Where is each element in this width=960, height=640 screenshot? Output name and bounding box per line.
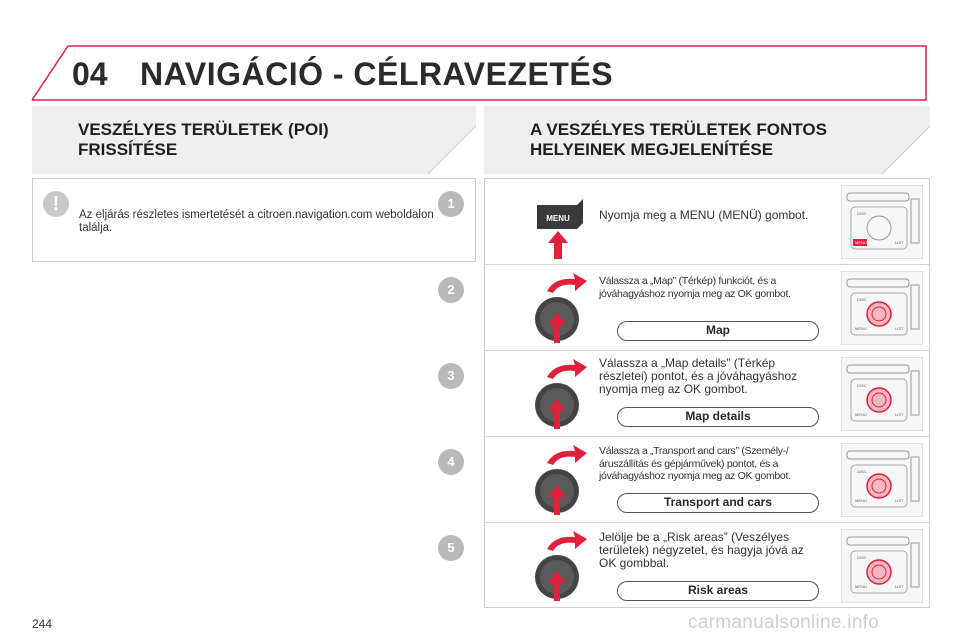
step-5: 5 Jelölje be a „Risk areas” (Veszélyes t… — [438, 523, 929, 609]
svg-text:DISC: DISC — [857, 383, 867, 388]
step-text: Jelölje be a „Risk areas” (Veszélyes ter… — [599, 530, 804, 570]
svg-text:MENU: MENU — [855, 498, 867, 503]
svg-text:LIST: LIST — [895, 326, 904, 331]
transport-and-cars-menu-item[interactable]: Transport and cars — [617, 493, 819, 513]
section-title: VESZÉLYES TERÜLETEK (POI) FRISSÍTÉSE — [78, 120, 329, 160]
svg-text:MENU: MENU — [855, 412, 867, 417]
section-header-risk-display: A VESZÉLYES TERÜLETEK FONTOS HELYEINEK M… — [484, 106, 930, 174]
step-number: 1 — [438, 191, 464, 217]
step-2: 2 Válassza a „Map” (Térkép) funkciót, és… — [438, 265, 929, 351]
info-note: ! Az eljárás részletes ismertetését a ci… — [32, 178, 476, 262]
section-title-line: VESZÉLYES TERÜLETEK (POI) — [78, 120, 329, 139]
chapter-number: 04 — [72, 56, 108, 92]
svg-text:MENU: MENU — [546, 214, 570, 223]
section-title: A VESZÉLYES TERÜLETEK FONTOS HELYEINEK M… — [530, 120, 827, 160]
radio-panel-image: DISC MENU LIST — [840, 356, 924, 432]
page-number: 244 — [32, 617, 53, 631]
step-number: 4 — [438, 449, 464, 475]
svg-text:DISC: DISC — [857, 211, 867, 216]
section-title-line: A VESZÉLYES TERÜLETEK FONTOS — [530, 120, 827, 139]
section-title-line: FRISSÍTÉSE — [78, 140, 178, 159]
step-number: 3 — [438, 363, 464, 389]
svg-text:DISC: DISC — [857, 469, 867, 474]
svg-text:LIST: LIST — [895, 584, 904, 589]
menu-button-icon: MENU — [525, 183, 595, 263]
step-1: 1 MENU Nyomja meg a MENU (MENÜ) gombot. … — [438, 179, 929, 265]
step-4: 4 Válassza a „Transport and cars” (Szemé… — [438, 437, 929, 523]
svg-text:LIST: LIST — [895, 412, 904, 417]
rotary-knob-icon — [525, 269, 595, 349]
svg-text:MENU: MENU — [855, 584, 867, 589]
map-details-menu-item[interactable]: Map details — [617, 407, 819, 427]
warning-icon: ! — [43, 191, 69, 217]
radio-panel-image: DISC MENU LIST — [840, 528, 924, 604]
step-text: Nyomja meg a MENU (MENÜ) gombot. — [599, 208, 809, 222]
map-menu-item[interactable]: Map — [617, 321, 819, 341]
corner-decoration — [882, 126, 930, 174]
note-text: Az eljárás részletes ismertetését a citr… — [79, 209, 434, 234]
radio-panel-image: DISC MENU LIST — [840, 442, 924, 518]
radio-panel-image: DISC MENU LIST — [840, 184, 924, 260]
step-number: 2 — [438, 277, 464, 303]
svg-text:DISC: DISC — [857, 555, 867, 560]
section-header-poi-update: VESZÉLYES TERÜLETEK (POI) FRISSÍTÉSE — [32, 106, 476, 174]
steps-list: 1 MENU Nyomja meg a MENU (MENÜ) gombot. … — [438, 178, 930, 609]
svg-text:MENU: MENU — [855, 240, 867, 245]
page-title: NAVIGÁCIÓ - CÉLRAVEZETÉS — [140, 56, 614, 92]
rotary-knob-icon — [525, 527, 595, 607]
risk-areas-menu-item[interactable]: Risk areas — [617, 581, 819, 601]
svg-text:LIST: LIST — [895, 240, 904, 245]
radio-panel-image: DISC MENU LIST — [840, 270, 924, 346]
step-number: 5 — [438, 535, 464, 561]
svg-text:MENU: MENU — [855, 326, 867, 331]
watermark: carmanualsonline.info — [688, 612, 880, 633]
page-header: 04 NAVIGÁCIÓ - CÉLRAVEZETÉS — [30, 44, 928, 102]
step-text: Válassza a „Map details” (Térkép részlet… — [599, 356, 798, 396]
step-3: 3 Válassza a „Map details” (Térkép részl… — [438, 351, 929, 437]
header-frame — [31, 45, 927, 101]
rotary-knob-icon — [525, 441, 595, 521]
corner-decoration — [428, 126, 476, 174]
step-text: Válassza a „Map” (Térkép) funkciót, és a… — [599, 275, 791, 300]
step-text: Válassza a „Transport and cars” (Személy… — [599, 445, 791, 482]
svg-text:LIST: LIST — [895, 498, 904, 503]
rotary-knob-icon — [525, 355, 595, 435]
section-title-line: HELYEINEK MEGJELENÍTÉSE — [530, 140, 774, 159]
svg-text:DISC: DISC — [857, 297, 867, 302]
